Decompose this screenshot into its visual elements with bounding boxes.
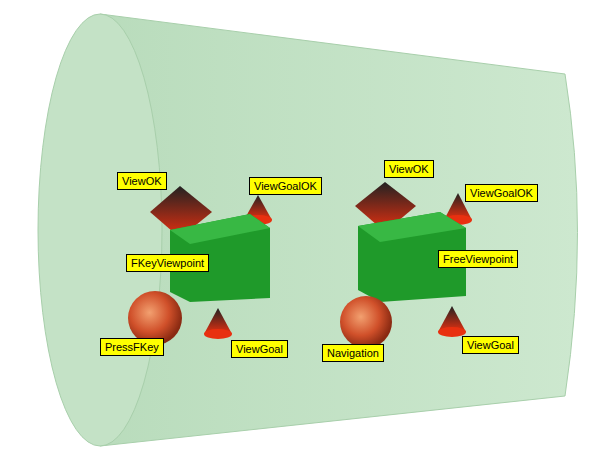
sphere-shape: [340, 296, 392, 348]
label-box: Navigation: [322, 344, 384, 362]
label-box: FreeViewpoint: [438, 250, 518, 268]
label-text: ViewGoal: [236, 343, 283, 355]
label-text: PressFKey: [105, 341, 159, 353]
label-text: FreeViewpoint: [443, 253, 513, 265]
label-box: ViewGoalOK: [465, 184, 538, 202]
sphere-shape: [128, 291, 182, 345]
label-text: ViewOK: [122, 175, 162, 187]
label-text: ViewGoalOK: [470, 187, 533, 199]
label-box: ViewOK: [117, 172, 167, 190]
label-box: ViewGoal: [462, 336, 519, 354]
label-text: ViewGoal: [467, 339, 514, 351]
cone-body: [100, 14, 578, 446]
label-text: ViewGoalOK: [254, 180, 317, 192]
label-text: FKeyViewpoint: [131, 257, 204, 269]
label-box: PressFKey: [100, 338, 164, 356]
label-box: ViewGoalOK: [249, 177, 322, 195]
label-box: ViewOK: [384, 160, 434, 178]
label-box: FKeyViewpoint: [126, 254, 209, 272]
label-text: ViewOK: [389, 163, 429, 175]
label-text: Navigation: [327, 347, 379, 359]
label-box: ViewGoal: [231, 340, 288, 358]
cone-end: [38, 14, 162, 446]
